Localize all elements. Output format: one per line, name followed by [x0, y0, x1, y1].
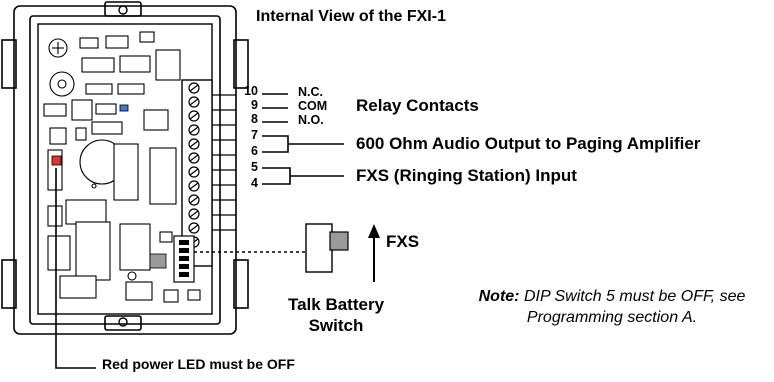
talk-battery-switch — [305, 223, 349, 273]
mount-hole-bottom — [118, 317, 128, 327]
mount-hole-top — [118, 5, 128, 15]
relay-contacts-label: Relay Contacts — [356, 96, 479, 115]
terminal-number: 5 — [251, 160, 258, 174]
red-led-label: Red power LED must be OFF — [102, 356, 295, 372]
up-arrow-icon — [368, 224, 380, 282]
terminal-number: 8 — [251, 112, 258, 126]
talk-battery-switch-label: Talk Battery Switch — [287, 295, 385, 335]
fxs-direction-label: FXS — [386, 232, 420, 251]
terminal-number: 4 — [251, 176, 258, 190]
fxs-input-label: FXS (Ringing Station) Input — [356, 166, 577, 185]
terminal-code-no: N.O. — [298, 113, 324, 127]
switch-block-gray — [149, 253, 167, 269]
status-led-blue — [119, 104, 129, 112]
terminal-number: 9 — [251, 98, 258, 112]
terminal-screws — [188, 82, 200, 248]
audio-output-label: 600 Ohm Audio Output to Paging Amplifier — [356, 134, 701, 153]
note-text: DIP Switch 5 must be OFF, see Programmin… — [523, 288, 746, 326]
dip-switch — [173, 235, 195, 283]
terminal-code-nc: N.C. — [298, 85, 323, 99]
terminal-number: 7 — [251, 128, 258, 142]
terminal-pins — [212, 94, 236, 231]
diagram-title: Internal View of the FXI-1 — [256, 8, 446, 25]
red-power-led — [51, 155, 62, 166]
terminal-number: 10 — [244, 84, 258, 98]
board-components — [43, 31, 201, 303]
note-prefix: Note: — [478, 288, 520, 305]
leader-lines — [55, 93, 344, 369]
terminal-code-com: COM — [298, 99, 328, 113]
dip-switch-note: Note: DIP Switch 5 must be OFF, see Prog… — [452, 286, 772, 328]
terminal-number: 6 — [251, 144, 258, 158]
